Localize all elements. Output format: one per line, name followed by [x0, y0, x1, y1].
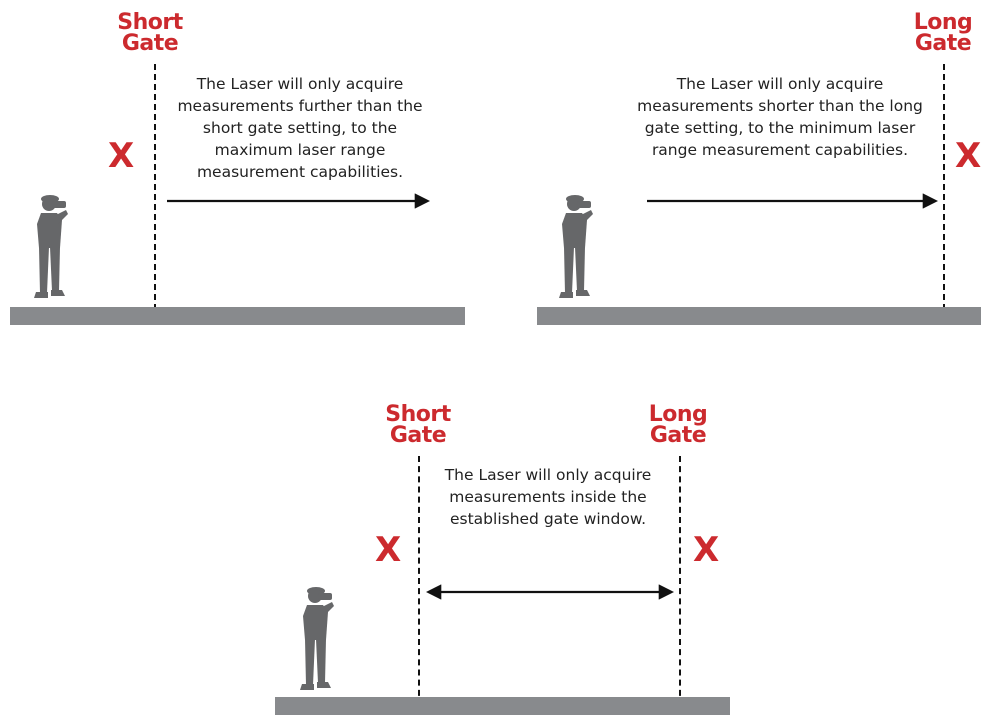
x-mark-icon: X: [108, 139, 134, 173]
x-mark-icon: X: [693, 533, 719, 567]
person-with-rangefinder-icon: [555, 190, 595, 300]
short-gate-panel: Short Gate X The Laser will only acquire…: [0, 0, 480, 330]
short-gate-line: [154, 64, 156, 310]
short-gate-label-line2: Gate: [378, 425, 458, 446]
description-line: The Laser will only acquire: [420, 464, 676, 486]
x-mark-icon: X: [955, 139, 981, 173]
gate-window-arrow: [424, 585, 676, 599]
ground-bar: [537, 307, 981, 325]
long-gate-label-line2: Gate: [638, 425, 718, 446]
gate-window-description: The Laser will only acquire measurements…: [420, 464, 676, 530]
x-mark-icon: X: [375, 533, 401, 567]
person-with-rangefinder-icon: [30, 190, 70, 300]
description-line: The Laser will only acquire: [160, 73, 440, 95]
description-line: measurements further than the: [160, 95, 440, 117]
long-gate-description: The Laser will only acquire measurements…: [630, 73, 930, 161]
short-gate-description: The Laser will only acquire measurements…: [160, 73, 440, 183]
long-gate-label-line1: Long: [638, 404, 718, 425]
long-gate-panel: Long Gate X The Laser will only acquire …: [500, 0, 981, 330]
description-line: gate setting, to the minimum laser: [630, 117, 930, 139]
description-line: The Laser will only acquire: [630, 73, 930, 95]
range-arrow: [165, 194, 435, 208]
description-line: measurement capabilities.: [160, 161, 440, 183]
short-gate-label-line1: Short: [110, 12, 190, 33]
description-line: measurements inside the: [420, 486, 676, 508]
short-gate-label: Short Gate: [110, 12, 190, 54]
description-line: measurements shorter than the long: [630, 95, 930, 117]
short-gate-label-line1: Short: [378, 404, 458, 425]
long-gate-label-line2: Gate: [905, 33, 981, 54]
long-gate-line: [679, 456, 681, 706]
description-line: established gate window.: [420, 508, 676, 530]
long-gate-label: Long Gate: [638, 404, 718, 446]
long-gate-line: [943, 64, 945, 310]
short-gate-label: Short Gate: [378, 404, 458, 446]
range-arrow: [645, 194, 941, 208]
gate-window-panel: Short Gate Long Gate X X The Laser will …: [0, 390, 981, 710]
ground-bar: [275, 697, 730, 715]
ground-bar: [10, 307, 465, 325]
description-line: maximum laser range: [160, 139, 440, 161]
long-gate-label: Long Gate: [905, 12, 981, 54]
person-with-rangefinder-icon: [296, 582, 336, 692]
description-line: short gate setting, to the: [160, 117, 440, 139]
short-gate-label-line2: Gate: [110, 33, 190, 54]
long-gate-label-line1: Long: [905, 12, 981, 33]
description-line: range measurement capabilities.: [630, 139, 930, 161]
